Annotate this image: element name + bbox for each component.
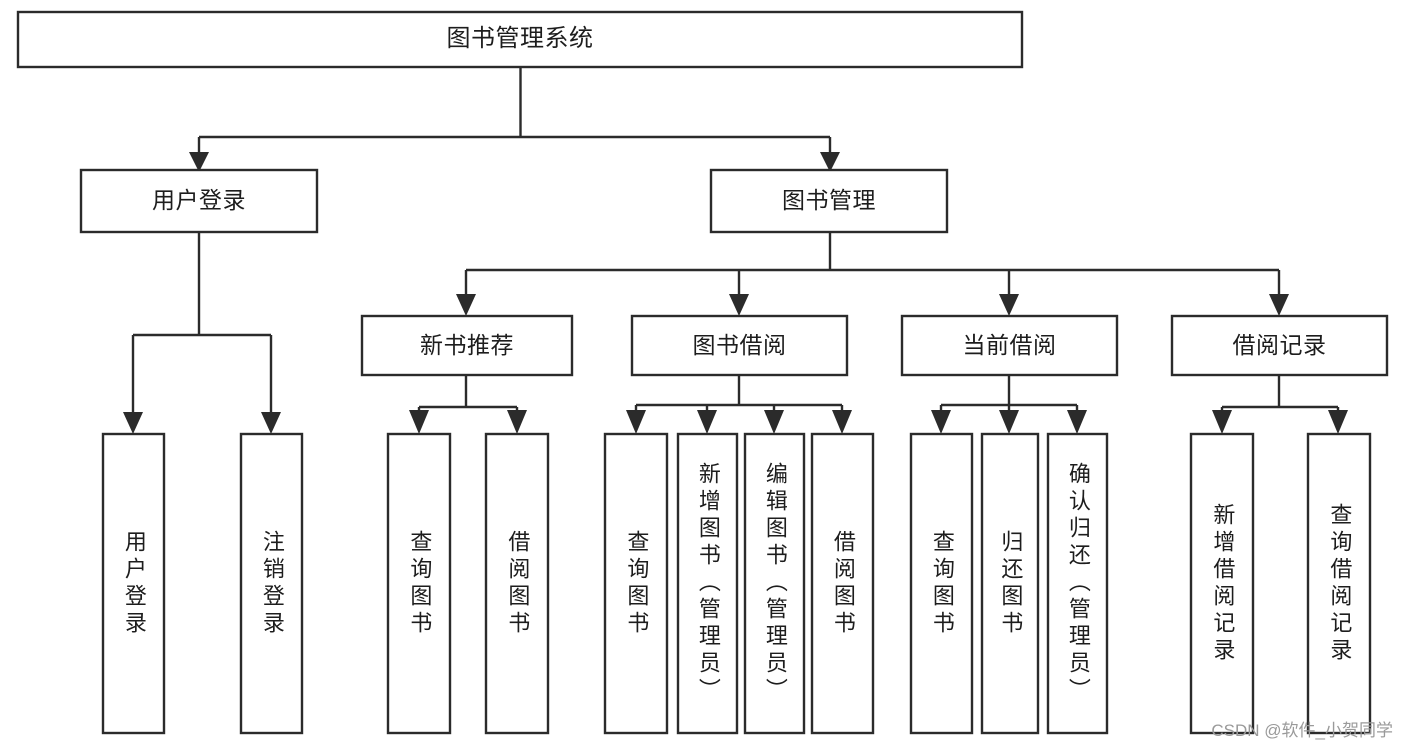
arrowhead-book-borrow [729,294,749,316]
arrowhead-new-book-recommend [456,294,476,316]
connector-group-borrow-record [1212,375,1348,434]
arrowhead-leaf-add-record [1212,410,1232,434]
box-leaf-query-record[interactable] [1306,432,1372,735]
arrowhead-user-login [189,152,209,172]
arrowhead-borrow-record [1269,294,1289,316]
connector-group-book-borrow [626,375,852,434]
box-book-borrow[interactable] [630,314,849,377]
box-leaf-borrow-book-2[interactable] [810,432,875,735]
arrowhead-leaf-add-book [697,410,717,434]
box-current-borrow[interactable] [900,314,1119,377]
box-leaf-confirm-return[interactable] [1046,432,1109,735]
box-leaf-user-login[interactable] [101,432,166,735]
arrowhead-leaf-borrow-book-1 [507,410,527,434]
connector-group-new-book-recommend [409,375,527,434]
arrowhead-leaf-return-book [999,410,1019,434]
box-leaf-edit-book[interactable] [743,432,806,735]
connector-group-current-borrow [931,375,1087,434]
box-new-book-recommend[interactable] [360,314,574,377]
box-leaf-query-book-2[interactable] [603,432,669,735]
box-leaf-logout[interactable] [239,432,304,735]
arrowhead-leaf-user-login [123,412,143,434]
connector-group-root [189,67,840,172]
csdn-watermark: CSDN @软件_小贺同学 [1211,721,1393,740]
box-leaf-query-book-3[interactable] [909,432,974,735]
arrowhead-leaf-query-record [1328,410,1348,434]
box-user-login[interactable] [79,168,319,234]
box-book-management[interactable] [709,168,949,234]
arrowhead-leaf-borrow-book-2 [832,410,852,434]
arrowhead-leaf-confirm-return [1067,410,1087,434]
box-leaf-query-book-1[interactable] [386,432,452,735]
arrowhead-current-borrow [999,294,1019,316]
connector-group-book-management [456,232,1289,316]
box-title[interactable] [16,10,1024,69]
box-leaf-add-record[interactable] [1189,432,1255,735]
box-borrow-record[interactable] [1170,314,1389,377]
box-leaf-add-book[interactable] [676,432,739,735]
arrowhead-leaf-query-book-2 [626,410,646,434]
arrowhead-leaf-edit-book [764,410,784,434]
arrowhead-leaf-logout [261,412,281,434]
arrowhead-leaf-query-book-1 [409,410,429,434]
arrowhead-leaf-query-book-3 [931,410,951,434]
connector-group-user-login [123,232,281,434]
arrowhead-book-management [820,152,840,172]
box-leaf-borrow-book-1[interactable] [484,432,550,735]
box-leaf-return-book[interactable] [980,432,1040,735]
